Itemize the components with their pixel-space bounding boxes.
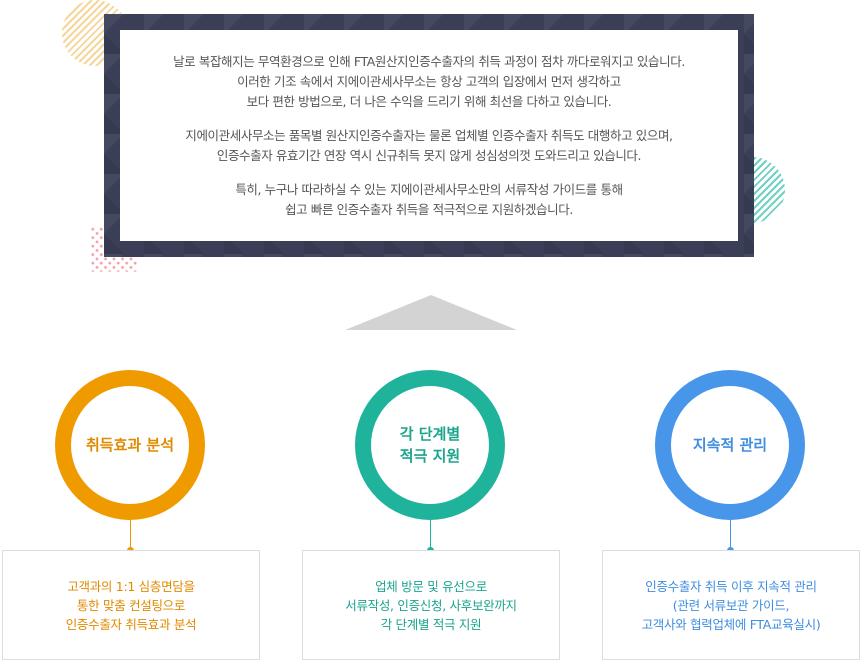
intro-paragraph-3: 특히, 누구나 따라하실 수 있는 지에이관세사무소만의 서류작성 가이드를 통…	[235, 180, 623, 220]
feature-desc-line: 고객과의 1:1 심층면담을	[67, 578, 195, 594]
feature-desc-line: 업체 방문 및 유선으로	[375, 578, 487, 594]
feature-acquisition-analysis: 취득효과 분석 고객과의 1:1 심층면담을 통한 맞춤 컨설팅으로 인증수출자…	[0, 370, 262, 660]
feature-title-line: 지속적 관리	[692, 436, 768, 454]
feature-description: 업체 방문 및 유선으로 서류작성, 인증신청, 사후보완까지 각 단계별 적극…	[302, 550, 560, 660]
feature-title: 각 단계별 적극 지원	[371, 386, 489, 504]
feature-description: 인증수출자 취득 이후 지속적 관리 (관련 서류보관 가이드, 고객사와 협력…	[602, 550, 860, 660]
intro-line: 인증수출자 유효기간 연장 역시 신규취득 못지 않게 성심성의껏 도와드리고 …	[216, 147, 642, 163]
feature-title-line: 각 단계별	[399, 425, 461, 443]
connector-line	[730, 520, 731, 550]
feature-title: 취득효과 분석	[71, 386, 189, 504]
intro-paragraph-2: 지에이관세사무소는 품목별 원산지인증수출자는 물론 업체별 인증수출자 취득도…	[185, 126, 673, 166]
feature-stage-support: 각 단계별 적극 지원 업체 방문 및 유선으로 서류작성, 인증신청, 사후보…	[300, 370, 562, 660]
feature-ring: 취득효과 분석	[55, 370, 205, 520]
feature-ongoing-management: 지속적 관리 인증수출자 취득 이후 지속적 관리 (관련 서류보관 가이드, …	[600, 370, 862, 660]
up-arrow-triangle-icon	[345, 295, 517, 330]
feature-ring: 지속적 관리	[655, 370, 805, 520]
feature-desc-line: 통한 맞춤 컨설팅으로	[76, 597, 186, 613]
connector-line	[130, 520, 131, 550]
feature-desc-line: 서류작성, 인증신청, 사후보완까지	[345, 597, 517, 613]
intro-text-box: 날로 복잡해지는 무역환경으로 인해 FTA원산지인증수출자의 취득 과정이 점…	[120, 30, 738, 241]
feature-desc-line: 각 단계별 적극 지원	[380, 616, 482, 632]
intro-frame: 날로 복잡해지는 무역환경으로 인해 FTA원산지인증수출자의 취득 과정이 점…	[104, 14, 754, 257]
intro-line: 날로 복잡해지는 무역환경으로 인해 FTA원산지인증수출자의 취득 과정이 점…	[173, 53, 685, 69]
feature-title-line: 적극 지원	[399, 447, 461, 465]
intro-paragraph-1: 날로 복잡해지는 무역환경으로 인해 FTA원산지인증수출자의 취득 과정이 점…	[173, 52, 685, 112]
intro-line: 쉽고 빠른 인증수출자 취득을 적극적으로 지원하겠습니다.	[285, 201, 573, 217]
feature-desc-line: (관련 서류보관 가이드,	[672, 597, 790, 613]
feature-title: 지속적 관리	[671, 386, 789, 504]
intro-line: 특히, 누구나 따라하실 수 있는 지에이관세사무소만의 서류작성 가이드를 통…	[235, 181, 623, 197]
feature-desc-line: 고객사와 협력업체에 FTA교육실시)	[641, 616, 821, 632]
feature-desc-line: 인증수출자 취득효과 분석	[65, 616, 197, 632]
intro-line: 지에이관세사무소는 품목별 원산지인증수출자는 물론 업체별 인증수출자 취득도…	[185, 127, 673, 143]
intro-line: 보다 편한 방법으로, 더 나은 수익을 드리기 위해 최선을 다하고 있습니다…	[246, 93, 612, 109]
connector-line	[430, 520, 431, 550]
feature-desc-line: 인증수출자 취득 이후 지속적 관리	[645, 578, 817, 594]
intro-line: 이러한 기조 속에서 지에이관세사무소는 항상 고객의 입장에서 먼저 생각하고	[237, 73, 621, 89]
feature-description: 고객과의 1:1 심층면담을 통한 맞춤 컨설팅으로 인증수출자 취득효과 분석	[2, 550, 260, 660]
feature-ring: 각 단계별 적극 지원	[355, 370, 505, 520]
feature-title-line: 취득효과 분석	[85, 436, 175, 454]
